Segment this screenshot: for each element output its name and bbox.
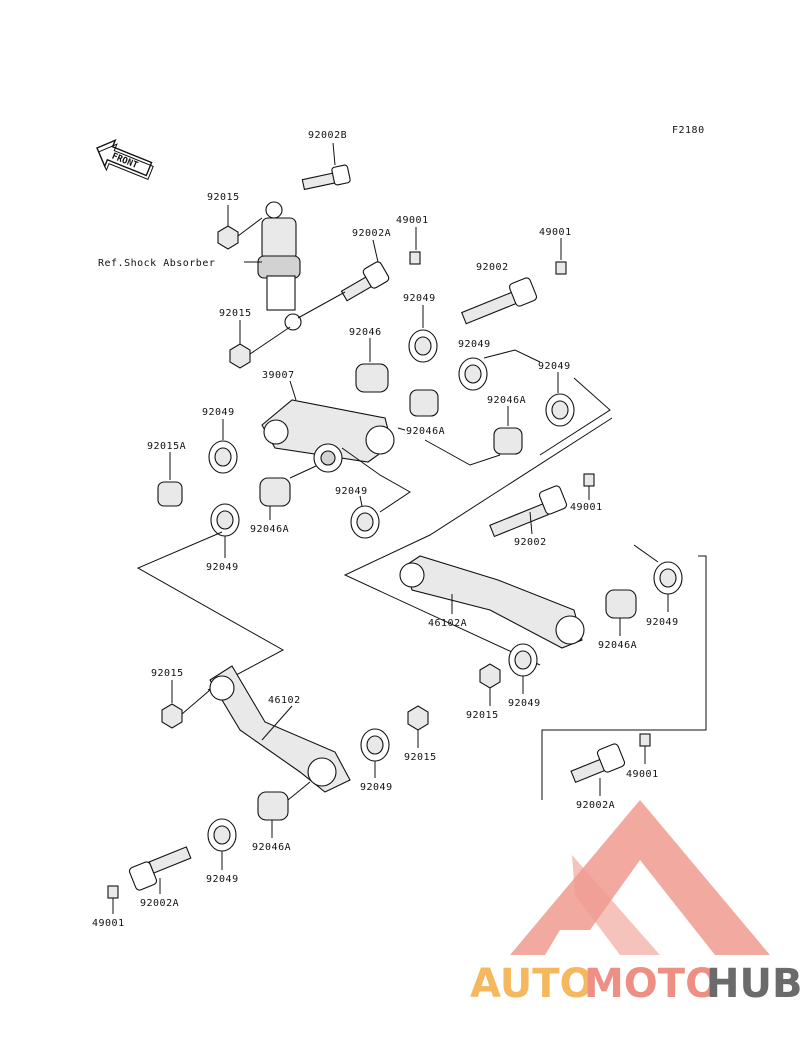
- bushing-92046a-c: [259, 477, 291, 507]
- collar-92015a: [157, 481, 183, 507]
- callout-92002-a: 92002: [476, 262, 509, 273]
- callout-92049-f: 92049: [206, 562, 239, 573]
- bolt-92002a-right: [570, 743, 626, 784]
- bolt-92002a-lower: [128, 846, 192, 891]
- callout-92046a-b: 92046A: [487, 395, 526, 406]
- callout-92046a-e: 92046A: [252, 842, 291, 853]
- nut-92015-d: [479, 663, 501, 689]
- callout-39007: 39007: [262, 370, 295, 381]
- bolt-92002-mid: [489, 485, 568, 538]
- callout-92049-e: 92049: [335, 486, 368, 497]
- callout-92046a-a: 92046A: [406, 426, 445, 437]
- grease-nipple-49001-a: [409, 251, 421, 265]
- callout-49001-a: 49001: [396, 215, 429, 226]
- callout-92046a-c: 92046A: [250, 524, 289, 535]
- front-arrow-icon: FRONT: [96, 138, 154, 181]
- callout-92049-j: 92049: [206, 874, 239, 885]
- callout-92049-i: 92049: [360, 782, 393, 793]
- bushing-92046a-a: [409, 389, 439, 417]
- watermark-logo-icon: [510, 800, 770, 955]
- watermark-hub: HUB: [706, 961, 800, 1007]
- callout-92049-b: 92049: [458, 339, 491, 350]
- link-39007: [261, 399, 395, 473]
- callout-92015a: 92015A: [147, 441, 186, 452]
- callout-92002a-c: 92002A: [140, 898, 179, 909]
- watermark-moto: MOTO: [584, 961, 719, 1007]
- bolt-92002a-upper: [340, 261, 390, 302]
- callout-92015-d: 92015: [466, 710, 499, 721]
- callout-92049-c: 92049: [538, 361, 571, 372]
- grease-nipple-49001-c: [583, 473, 595, 487]
- callout-92049-g: 92049: [646, 617, 679, 628]
- callout-49001-c: 49001: [570, 502, 603, 513]
- watermark-text: AUTO MOTO HUB: [470, 961, 800, 1007]
- callout-92046a-d: 92046A: [598, 640, 637, 651]
- callout-92049-h: 92049: [508, 698, 541, 709]
- bolt-92002b: [301, 164, 351, 191]
- callout-92015-c: 92015: [151, 668, 184, 679]
- watermark-auto: AUTO: [470, 961, 594, 1007]
- bolt-92002-upper: [461, 277, 538, 325]
- nut-92015-e: [407, 705, 429, 731]
- callout-92002a-a: 92002A: [352, 228, 391, 239]
- rod-46102: [209, 665, 351, 793]
- callout-92015-e: 92015: [404, 752, 437, 763]
- callout-46102: 46102: [268, 695, 301, 706]
- figure-code: F2180: [672, 125, 705, 136]
- callout-46102a: 46102A: [428, 618, 467, 629]
- callout-92049-a: 92049: [403, 293, 436, 304]
- bushing-92046a-e: [257, 791, 289, 821]
- grease-nipple-49001-d: [639, 733, 651, 747]
- nut-92015-c: [161, 703, 183, 729]
- callout-49001-d: 49001: [626, 769, 659, 780]
- nut-92015-lower: [229, 343, 251, 369]
- grease-nipple-49001-e: [107, 885, 119, 899]
- shock-absorber: [257, 201, 302, 331]
- bushing-92046a-d: [605, 589, 637, 619]
- bushing-92046a-b: [493, 427, 523, 455]
- callout-92046: 92046: [349, 327, 382, 338]
- ref-shock-absorber-label: Ref.Shock Absorber: [98, 258, 215, 269]
- callout-92015-b: 92015: [219, 308, 252, 319]
- callout-92015-a: 92015: [207, 192, 240, 203]
- callout-92002a-b: 92002A: [576, 800, 615, 811]
- callout-92002-b: 92002: [514, 537, 547, 548]
- callout-49001-e: 49001: [92, 918, 125, 929]
- rod-46102a: [399, 555, 585, 649]
- grease-nipple-49001-b: [555, 261, 567, 275]
- bushing-92046: [355, 363, 389, 393]
- callout-92049-d: 92049: [202, 407, 235, 418]
- nut-92015-upper: [217, 225, 239, 250]
- callout-92002b: 92002B: [308, 130, 347, 141]
- callout-49001-b: 49001: [539, 227, 572, 238]
